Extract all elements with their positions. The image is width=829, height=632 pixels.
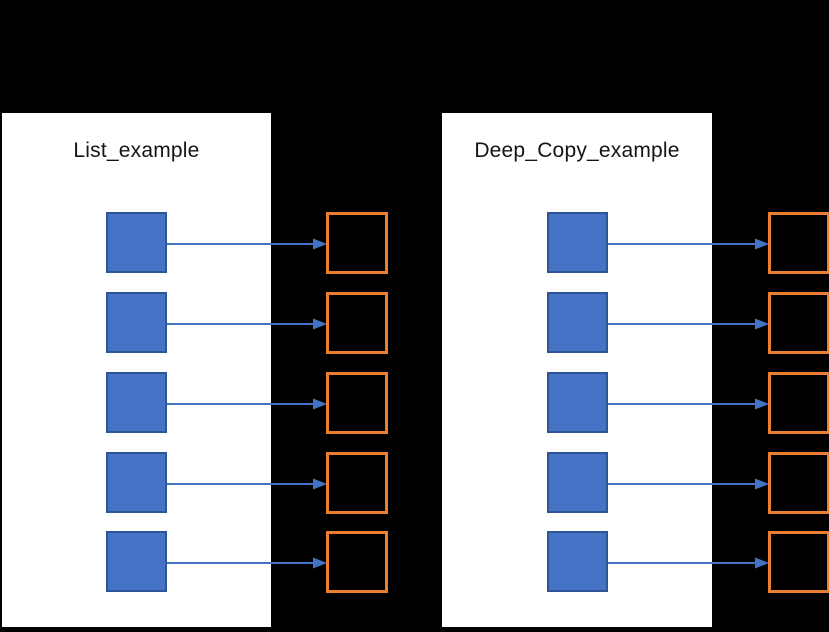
source-node-deep-copy-3 <box>547 372 608 433</box>
target-node-list-1 <box>326 212 388 274</box>
target-node-deep-copy-2 <box>768 292 829 354</box>
arrow-head-deep-copy-2 <box>755 318 769 330</box>
panel-title-list-example: List_example <box>73 139 200 162</box>
target-node-deep-copy-1 <box>768 212 829 274</box>
source-node-list-2 <box>106 292 167 353</box>
arrow-head-deep-copy-1 <box>755 238 769 250</box>
source-node-deep-copy-5 <box>547 531 608 592</box>
source-node-list-4 <box>106 452 167 513</box>
source-node-deep-copy-4 <box>547 452 608 513</box>
arrow-head-list-1 <box>313 238 327 250</box>
arrow-head-list-4 <box>313 478 327 490</box>
source-node-list-3 <box>106 372 167 433</box>
arrow-head-list-3 <box>313 398 327 410</box>
source-node-list-5 <box>106 531 167 592</box>
source-node-deep-copy-2 <box>547 292 608 353</box>
source-node-deep-copy-1 <box>547 212 608 273</box>
arrow-head-list-2 <box>313 318 327 330</box>
source-node-list-1 <box>106 212 167 273</box>
arrow-head-list-5 <box>313 557 327 569</box>
target-node-list-2 <box>326 292 388 354</box>
target-node-deep-copy-5 <box>768 531 829 593</box>
target-node-list-5 <box>326 531 388 593</box>
arrow-head-deep-copy-4 <box>755 478 769 490</box>
target-node-deep-copy-4 <box>768 452 829 514</box>
target-node-list-4 <box>326 452 388 514</box>
target-node-list-3 <box>326 372 388 434</box>
target-node-deep-copy-3 <box>768 372 829 434</box>
arrow-head-deep-copy-3 <box>755 398 769 410</box>
arrow-head-deep-copy-5 <box>755 557 769 569</box>
panel-title-deep-copy-example: Deep_Copy_example <box>474 139 680 162</box>
